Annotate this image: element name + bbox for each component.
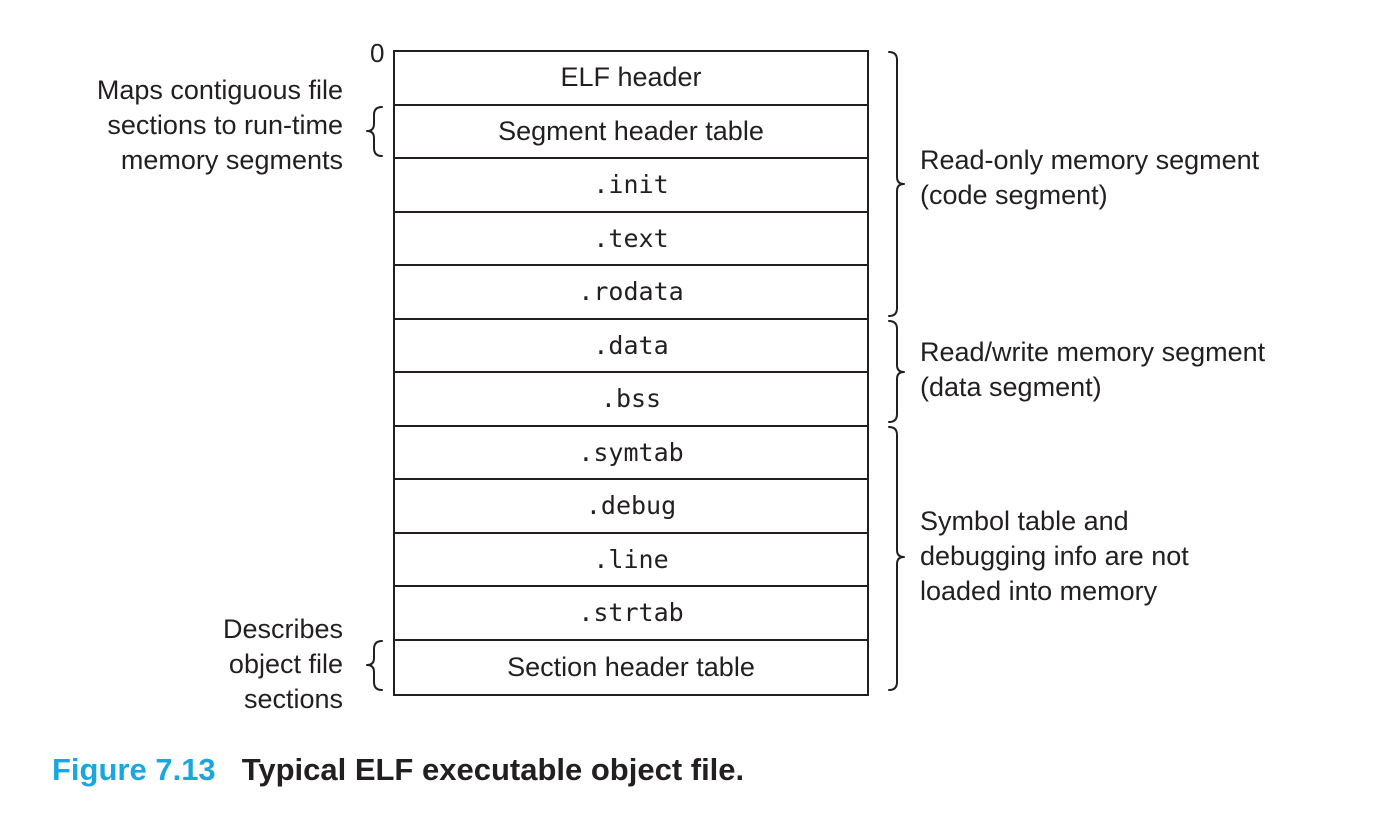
left-brace-section-header <box>366 640 383 691</box>
offset-zero-label: 0 <box>370 38 385 68</box>
not-loaded-note-line: loaded into memory <box>920 576 1158 606</box>
section-text: .text <box>395 213 867 266</box>
not-loaded-note: Symbol table and debugging info are not … <box>920 504 1189 609</box>
left-brace-segment-header <box>366 106 383 157</box>
elf-section-stack: ELF header Segment header table .init .t… <box>393 50 869 696</box>
segment-header-note-line: Maps contiguous file <box>96 75 343 105</box>
section-line: .line <box>395 534 867 587</box>
section-header-note-line: Describes <box>222 614 343 644</box>
read-write-segment-note: Read/write memory segment (data segment) <box>920 335 1265 405</box>
figure-number: Figure 7.13 <box>52 752 216 787</box>
section-segment-header-table: Segment header table <box>395 106 867 159</box>
segment-header-note-line: sections to run-time <box>107 110 343 140</box>
segment-header-note: Maps contiguous file sections to run-tim… <box>97 73 343 178</box>
read-only-note-line: Read-only memory segment <box>920 145 1260 175</box>
section-debug: .debug <box>395 480 867 534</box>
section-header-note-line: object file <box>228 649 343 679</box>
right-brace-read-write <box>888 320 905 423</box>
right-brace-read-only <box>888 51 905 317</box>
section-strtab: .strtab <box>395 587 867 641</box>
not-loaded-note-line: debugging info are not <box>920 541 1189 571</box>
section-rodata: .rodata <box>395 266 867 320</box>
section-header-note-line: sections <box>243 684 343 714</box>
read-write-note-line: Read/write memory segment <box>920 337 1266 367</box>
section-section-header-table: Section header table <box>507 651 755 682</box>
read-only-note-line: (code segment) <box>920 180 1108 210</box>
section-symtab: .symtab <box>395 427 867 480</box>
read-write-note-line: (data segment) <box>920 372 1102 402</box>
segment-header-note-line: memory segments <box>120 145 343 175</box>
section-header-note: Describes object file sections <box>223 612 343 717</box>
section-data: .data <box>395 320 867 373</box>
section-bss: .bss <box>395 373 867 427</box>
figure-caption: Figure 7.13 Typical ELF executable object… <box>52 752 744 788</box>
read-only-segment-note: Read-only memory segment (code segment) <box>920 143 1259 213</box>
section-elf-header: ELF header <box>395 52 867 106</box>
not-loaded-note-line: Symbol table and <box>920 506 1129 536</box>
figure-title: Typical ELF executable object file. <box>241 752 745 787</box>
section-init: .init <box>395 159 867 213</box>
right-brace-not-loaded <box>888 426 905 691</box>
